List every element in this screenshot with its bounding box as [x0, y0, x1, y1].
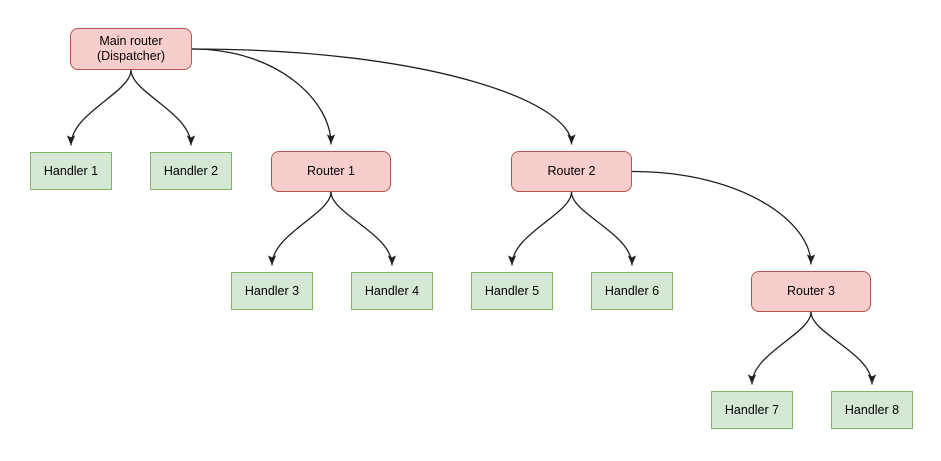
- edge-main-to-router-2: [191, 48, 576, 145]
- node-handler-5[interactable]: Handler 5: [471, 272, 553, 310]
- node-label: Handler 6: [604, 283, 660, 298]
- node-router-3[interactable]: Router 3: [751, 271, 871, 312]
- edge-main-to-router-1: [191, 48, 336, 145]
- node-handler-1[interactable]: Handler 1: [30, 152, 112, 190]
- node-label: Handler 7: [724, 402, 780, 417]
- node-main-router[interactable]: Main router (Dispatcher): [70, 28, 192, 70]
- node-handler-4[interactable]: Handler 4: [351, 272, 433, 310]
- node-label: Handler 8: [844, 402, 900, 417]
- node-label: Router 2: [547, 164, 596, 178]
- node-label: Handler 4: [364, 283, 420, 298]
- edge-router-2-to-router-3: [631, 170, 816, 265]
- node-label: Main router (Dispatcher): [96, 34, 166, 63]
- node-handler-8[interactable]: Handler 8: [831, 391, 913, 429]
- edge-router-1-to-handler-4: [330, 191, 397, 266]
- node-label: Router 1: [307, 164, 355, 178]
- node-router-1[interactable]: Router 1: [271, 151, 391, 192]
- edge-main-to-handler-1: [66, 69, 132, 146]
- edge-router-3-to-handler-7: [747, 311, 812, 385]
- node-label: Handler 3: [244, 283, 300, 298]
- edge-router-2-to-handler-5: [507, 191, 573, 266]
- node-handler-3[interactable]: Handler 3: [231, 272, 313, 310]
- edge-router-2-to-handler-6: [570, 191, 637, 266]
- node-label: Router 3: [787, 284, 835, 298]
- node-handler-6[interactable]: Handler 6: [591, 272, 673, 310]
- node-label: Handler 2: [163, 163, 219, 178]
- node-router-2[interactable]: Router 2: [511, 151, 632, 192]
- node-label: Handler 1: [43, 163, 99, 178]
- edge-router-3-to-handler-8: [810, 311, 877, 385]
- node-handler-2[interactable]: Handler 2: [150, 152, 232, 190]
- node-label: Handler 5: [484, 283, 540, 298]
- node-handler-7[interactable]: Handler 7: [711, 391, 793, 429]
- edge-router-1-to-handler-3: [267, 191, 332, 266]
- edge-main-to-handler-2: [130, 69, 196, 146]
